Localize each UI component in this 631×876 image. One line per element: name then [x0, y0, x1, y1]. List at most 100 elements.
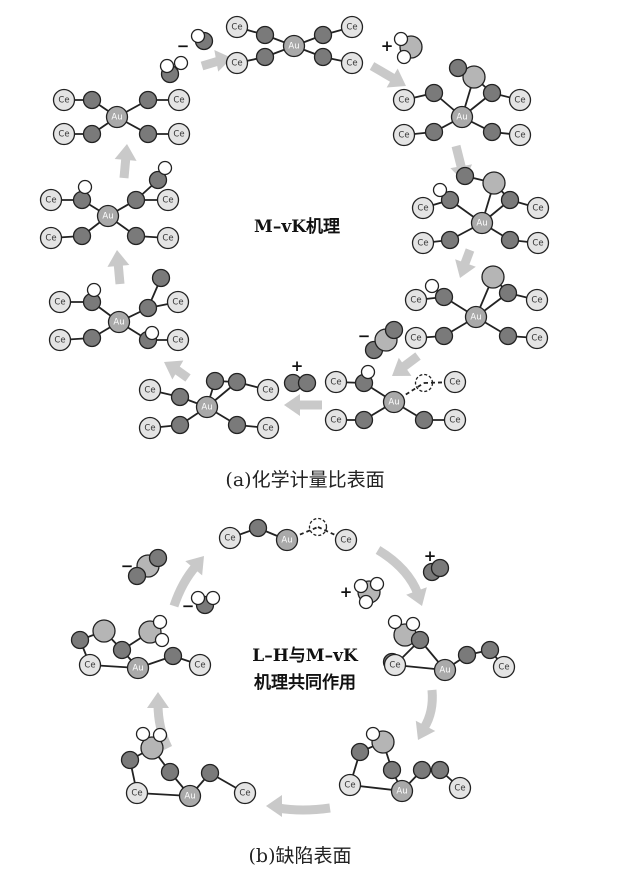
adsorbed-molecule-atom	[462, 65, 486, 89]
ce-label: Ce	[417, 204, 428, 214]
bond	[317, 526, 347, 541]
oxygen-atom	[112, 640, 132, 660]
ce-atom: Ce	[334, 528, 358, 552]
cycle-arrow	[375, 546, 423, 596]
au-label: Au	[288, 42, 299, 52]
oxygen-atom	[500, 230, 520, 250]
oxygen-atom	[126, 226, 146, 246]
oxygen-atom	[424, 122, 444, 142]
ce-label: Ce	[498, 663, 509, 673]
minus-sign: −	[358, 327, 371, 345]
ce-atom: Ce	[156, 188, 180, 212]
ce-label: Ce	[398, 131, 409, 141]
ce-atom: Ce	[225, 15, 249, 39]
hydrogen-atom	[405, 616, 421, 632]
ce-atom: Ce	[78, 653, 102, 677]
adsorbed-molecule-atom	[92, 619, 116, 643]
oxygen-atom	[455, 166, 475, 186]
ce-label: Ce	[84, 661, 95, 671]
adsorbed-molecule-atom	[482, 171, 506, 195]
ce-label: Ce	[224, 534, 235, 544]
ce-atom: Ce	[39, 188, 63, 212]
oxygen-atom	[434, 326, 454, 346]
cycle-arrow	[420, 689, 437, 731]
ce-atom: Ce	[492, 655, 516, 679]
ce-label: Ce	[346, 23, 357, 33]
ce-label: Ce	[398, 96, 409, 106]
cycle-arrowhead	[386, 68, 406, 88]
cycle-arrow	[169, 563, 200, 608]
oxygen-atom	[126, 190, 146, 210]
cycle-arrow	[369, 62, 399, 84]
ce-label: Ce	[449, 416, 460, 426]
oxygen-atom	[457, 645, 477, 665]
minus-sign: −	[177, 37, 190, 55]
oxygen-atom	[255, 47, 275, 67]
plus-sign: +	[291, 357, 304, 375]
hydrogen-atom	[353, 578, 369, 594]
ce-label: Ce	[131, 789, 142, 799]
cycle-arrowhead	[415, 720, 436, 740]
oxygen-atom	[313, 47, 333, 67]
ce-label: Ce	[194, 661, 205, 671]
hydrogen-atom	[432, 182, 448, 198]
cycle-arrowhead	[185, 556, 204, 576]
oxygen-atom	[138, 90, 158, 110]
ce-label: Ce	[58, 96, 69, 106]
ce-atom: Ce	[443, 370, 467, 394]
au-atom: Au	[178, 784, 202, 808]
ce-label: Ce	[532, 204, 543, 214]
cycle-arrowhead	[114, 144, 137, 161]
ce-atom: Ce	[340, 51, 364, 75]
au-label: Au	[113, 318, 124, 328]
ce-atom: Ce	[411, 231, 435, 255]
bond	[393, 382, 425, 403]
ce-label: Ce	[45, 234, 56, 244]
oxygen-atom	[382, 760, 402, 780]
ce-atom: Ce	[383, 653, 407, 677]
oxygen-atom	[440, 190, 460, 210]
ce-label: Ce	[162, 234, 173, 244]
oxygen-atom	[448, 58, 468, 78]
ce-label: Ce	[531, 334, 542, 344]
au-label: Au	[201, 403, 212, 413]
plus-sign: +	[340, 583, 353, 601]
ce-label: Ce	[531, 296, 542, 306]
oxygen-atom	[434, 287, 454, 307]
ce-label: Ce	[54, 298, 65, 308]
au-label: Au	[102, 212, 113, 222]
cycle-arrow	[451, 144, 467, 172]
ce-label: Ce	[58, 130, 69, 140]
ce-label: Ce	[173, 96, 184, 106]
ce-atom: Ce	[138, 416, 162, 440]
oxygen-atom	[163, 646, 183, 666]
ce-atom: Ce	[256, 416, 280, 440]
au-label: Au	[396, 787, 407, 797]
ce-atom: Ce	[48, 290, 72, 314]
ce-atom: Ce	[48, 328, 72, 352]
au-atom: Au	[96, 204, 120, 228]
ce-label: Ce	[262, 424, 273, 434]
oxygen-atom	[350, 742, 370, 762]
hydrogen-atom	[144, 325, 160, 341]
oxygen-atom	[297, 373, 317, 393]
oxygen-atom	[482, 122, 502, 142]
au-atom: Au	[126, 656, 150, 680]
ce-label: Ce	[172, 336, 183, 346]
cycle-arrow	[399, 352, 421, 372]
ce-atom: Ce	[167, 122, 191, 146]
ce-atom: Ce	[338, 773, 362, 797]
oxygen-atom	[498, 283, 518, 303]
oxygen-atom	[72, 190, 92, 210]
hydrogen-atom	[396, 49, 412, 65]
au-atom: Au	[107, 310, 131, 334]
oxygen-atom	[430, 558, 450, 578]
au-atom: Au	[450, 105, 474, 129]
panel-a-caption: (a)化学计量比表面	[225, 469, 384, 491]
ce-atom: Ce	[508, 123, 532, 147]
hydrogen-atom	[173, 55, 189, 71]
hydrogen-atom	[157, 160, 173, 176]
oxygen-atom	[138, 298, 158, 318]
